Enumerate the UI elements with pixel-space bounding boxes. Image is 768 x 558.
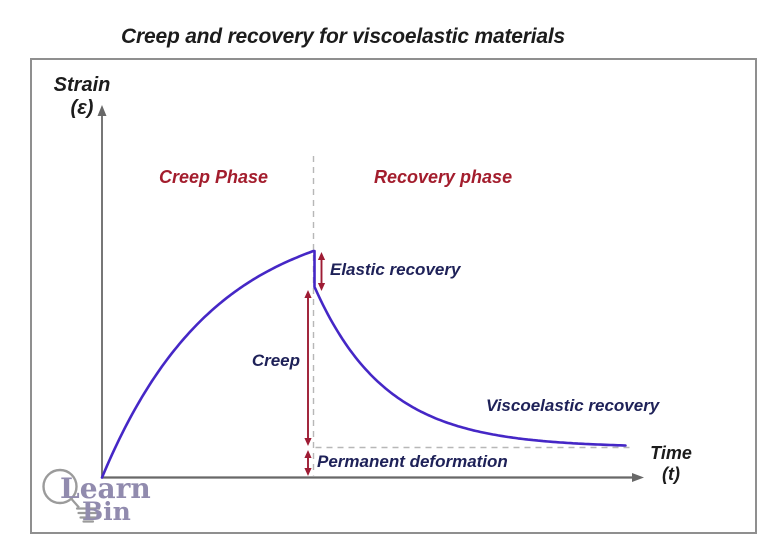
y-axis-label-line2: (ε) [70, 97, 94, 119]
bulb-glass [42, 468, 78, 505]
lightbulb-icon [42, 468, 101, 523]
x-axis-arrowhead [632, 473, 644, 482]
logo-text-bin: Bin [82, 497, 131, 526]
permanent-deformation-arrow [304, 450, 312, 476]
x-axis-label: Time (t) [641, 443, 701, 485]
plot-frame [30, 58, 757, 534]
elastic-recovery-label: Elastic recovery [330, 260, 461, 279]
y-axis-label-line1: Strain [53, 74, 111, 96]
permanent-deformation-label: Permanent deformation [317, 452, 508, 471]
guide-dashed-lines [312, 156, 632, 476]
y-axis-arrowhead [97, 105, 107, 116]
logo-text-learn: Learn [60, 472, 151, 505]
creep-arrow [304, 290, 312, 446]
strain-curve-path [100, 249, 627, 479]
x-axis-label-line1: Time [650, 443, 692, 463]
creep-label: Creep [251, 351, 300, 370]
measurement-arrows [304, 252, 326, 476]
bulb-neck [70, 498, 80, 509]
strain-curve [100, 249, 627, 479]
chart-title: Creep and recovery for viscoelastic mate… [121, 25, 565, 48]
creep-phase-label: Creep Phase [159, 167, 269, 187]
axes [97, 105, 644, 482]
recovery-phase-label: Recovery phase [374, 167, 513, 187]
x-axis-label-line2: (t) [662, 464, 680, 484]
y-axis-label: Strain (ε) [44, 74, 120, 120]
elastic-recovery-arrow [317, 252, 326, 291]
viscoelastic-recovery-label: Viscoelastic recovery [486, 396, 660, 415]
